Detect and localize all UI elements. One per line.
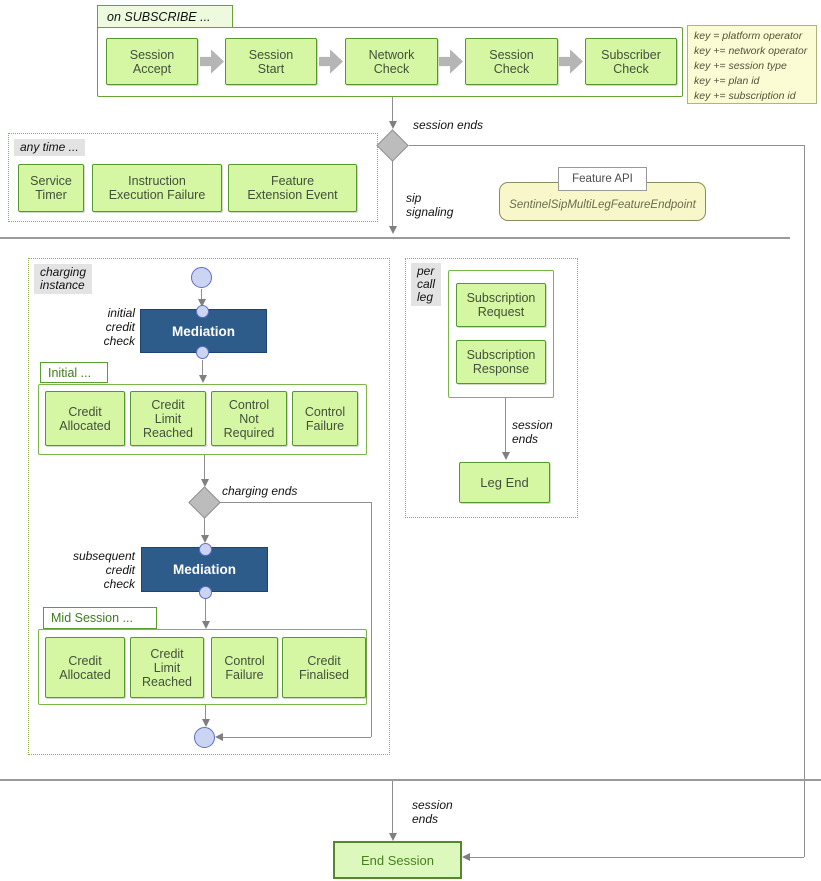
- label-session-ends-top: session ends: [413, 118, 484, 132]
- node-credit-limit-reached: Credit Limit Reached: [130, 391, 206, 446]
- node-network-check: Network Check: [345, 38, 438, 85]
- attach-circle: [196, 346, 209, 359]
- any-time-chip: any time ...: [14, 139, 85, 156]
- flow-line: [219, 502, 371, 503]
- node-service-timer: Service Timer: [18, 164, 84, 212]
- node-subscriber-check: Subscriber Check: [585, 38, 677, 85]
- attach-circle: [196, 305, 209, 318]
- feature-api-box: Feature API: [558, 167, 647, 191]
- flow-line: [202, 360, 203, 376]
- arrowhead-down-icon: [199, 375, 207, 383]
- node-subscription-response: Subscription Response: [456, 340, 546, 384]
- arrowhead-down-icon: [502, 452, 510, 460]
- any-time-scope: [8, 133, 378, 222]
- flow-line: [505, 398, 506, 452]
- flow-line: [804, 145, 805, 857]
- flow-line: [392, 161, 393, 226]
- label-initial-credit-check: initial credit check: [103, 306, 135, 348]
- session-scope-bottom-rule: [0, 779, 821, 781]
- flow-line: [201, 289, 202, 300]
- attach-circle: [199, 543, 212, 556]
- node-mid-control-failure: Control Failure: [211, 637, 278, 698]
- label-sip-signaling: sip signaling: [406, 191, 454, 219]
- arrowhead-down-icon: [198, 299, 206, 307]
- key-line: key += subscription id: [694, 90, 796, 102]
- node-session-accept: Session Accept: [106, 38, 198, 85]
- node-session-start: Session Start: [225, 38, 317, 85]
- feature-api-title: Feature API: [572, 173, 633, 185]
- flow-line: [222, 737, 371, 738]
- charging-instance-chip: charging instance: [34, 264, 93, 294]
- node-subscription-request: Subscription Request: [456, 283, 546, 327]
- decision-diamond-session: [376, 129, 409, 162]
- node-instruction-execution-failure: Instruction Execution Failure: [92, 164, 222, 212]
- arrowhead-left-icon: [462, 853, 470, 861]
- node-mid-credit-allocated: Credit Allocated: [45, 637, 125, 698]
- flow-line: [205, 705, 206, 720]
- key-line: key += session type: [694, 60, 787, 72]
- node-credit-allocated: Credit Allocated: [45, 391, 125, 446]
- arrowhead-down-icon: [201, 535, 209, 543]
- arrowhead-down-icon: [389, 226, 397, 234]
- flow-line: [205, 599, 206, 622]
- arrowhead-left-icon: [215, 733, 223, 741]
- key-line: key += network operator: [694, 45, 808, 57]
- node-feature-extension-event: Feature Extension Event: [228, 164, 357, 212]
- per-call-leg-chip: per call leg: [411, 263, 442, 306]
- arrowhead-down-icon: [389, 121, 397, 129]
- label-charging-ends: charging ends: [222, 484, 298, 498]
- key-line: key += plan id: [694, 75, 760, 87]
- start-state-circle: [191, 267, 212, 288]
- node-session-check: Session Check: [465, 38, 558, 85]
- attach-circle: [199, 586, 212, 599]
- key-line: key = platform operator: [694, 30, 803, 42]
- node-end-session: End Session: [333, 841, 462, 879]
- key-legend: key = platform operator key += network o…: [687, 25, 817, 104]
- arrowhead-down-icon: [201, 479, 209, 487]
- label-bottom-session-ends: session ends: [412, 798, 453, 826]
- flow-line: [392, 781, 393, 833]
- mid-session-group-label: Mid Session ...: [43, 607, 157, 629]
- initial-group-label: Initial ...: [40, 362, 108, 383]
- label-subsequent-credit-check: subsequent credit check: [72, 549, 135, 591]
- label-leg-session-ends: session ends: [512, 418, 553, 446]
- per-call-leg-scope: [405, 258, 578, 518]
- flow-line: [392, 97, 393, 121]
- arrowhead-down-icon: [202, 621, 210, 629]
- flow-line: [371, 502, 372, 737]
- on-subscribe-tab: on SUBSCRIBE ...: [97, 5, 233, 28]
- arrowhead-down-icon: [202, 719, 210, 727]
- session-scope-top-rule: [0, 237, 790, 239]
- end-state-circle: [194, 727, 215, 748]
- node-mid-credit-finalised: Credit Finalised: [282, 637, 366, 698]
- arrowhead-down-icon: [389, 833, 397, 841]
- node-control-not-required: Control Not Required: [211, 391, 287, 446]
- flow-line: [409, 145, 804, 146]
- node-leg-end: Leg End: [459, 462, 550, 503]
- node-control-failure: Control Failure: [292, 391, 358, 446]
- flow-line: [469, 857, 804, 858]
- on-subscribe-label: on SUBSCRIBE ...: [107, 9, 211, 24]
- feature-endpoint-name: SentinelSipMultiLegFeatureEndpoint: [509, 199, 696, 211]
- charging-instance-scope: [28, 258, 390, 755]
- flow-line: [204, 455, 205, 479]
- flow-line: [204, 518, 205, 536]
- node-mid-credit-limit-reached: Credit Limit Reached: [130, 637, 204, 698]
